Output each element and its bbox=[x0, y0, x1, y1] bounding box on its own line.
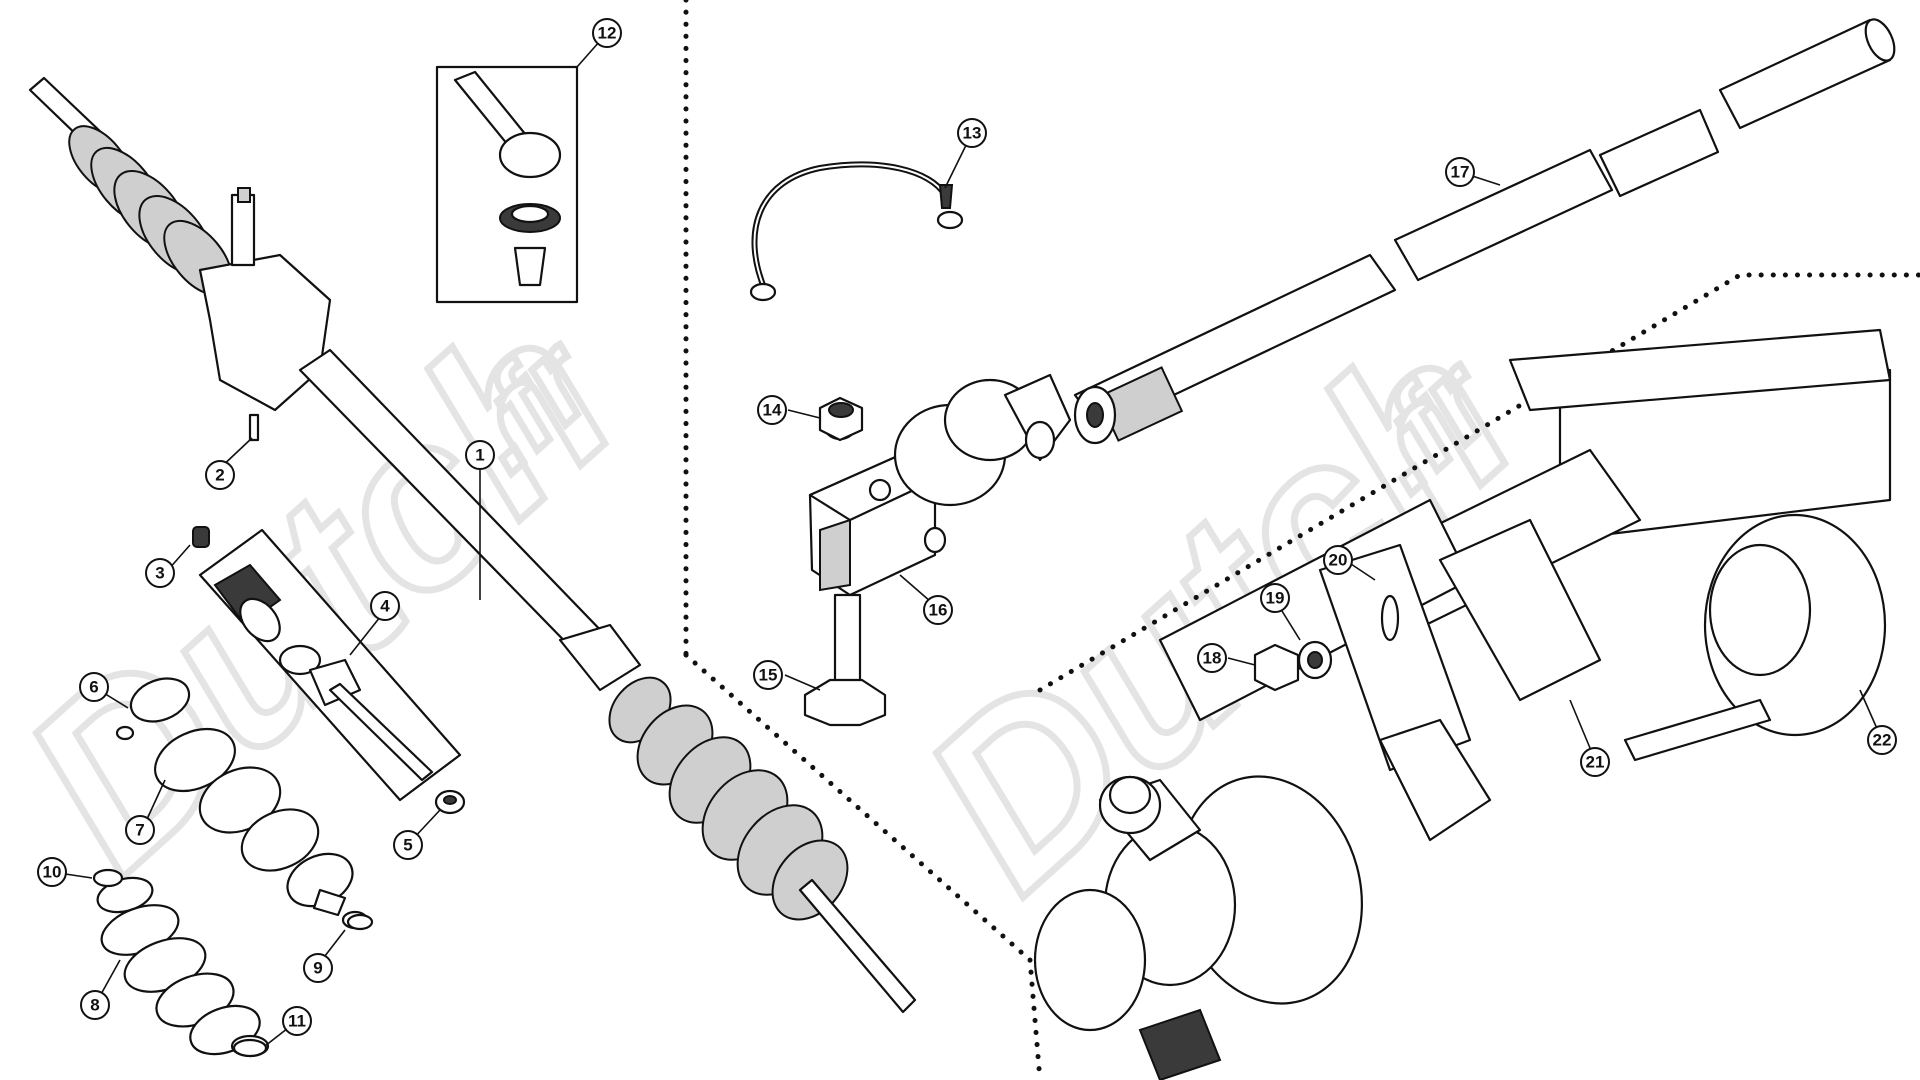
callout-label: 8 bbox=[90, 996, 99, 1015]
callout-label: 19 bbox=[1266, 589, 1285, 608]
universal-joint bbox=[808, 373, 1072, 597]
callout-1: 1 bbox=[465, 440, 495, 470]
callout-label: 20 bbox=[1329, 551, 1348, 570]
callout-20: 20 bbox=[1323, 545, 1353, 575]
callout-label: 14 bbox=[763, 401, 782, 420]
column-mounting bbox=[1158, 328, 1892, 772]
callout-6: 6 bbox=[79, 672, 109, 702]
inner-ball-joint-inset bbox=[198, 528, 462, 802]
separator-left-lower bbox=[683, 652, 1043, 1080]
callout-2: 2 bbox=[205, 460, 235, 490]
steering-box-housing bbox=[1033, 718, 1492, 1080]
callout-17: 17 bbox=[1445, 157, 1475, 187]
callout-3: 3 bbox=[145, 558, 175, 588]
steering-rack bbox=[28, 76, 917, 1014]
callout-13: 13 bbox=[957, 118, 987, 148]
callout-16: 16 bbox=[923, 595, 953, 625]
callout-7: 7 bbox=[125, 815, 155, 845]
callout-19: 19 bbox=[1260, 583, 1290, 613]
lock-nut-part bbox=[434, 789, 466, 815]
callout-label: 6 bbox=[89, 678, 98, 697]
callout-label: 12 bbox=[598, 24, 617, 43]
callout-21: 21 bbox=[1580, 747, 1610, 777]
callout-label: 2 bbox=[215, 466, 224, 485]
callout-label: 15 bbox=[759, 666, 778, 685]
spring-part bbox=[192, 526, 210, 548]
rack-left-gaiter bbox=[68, 125, 233, 297]
callout-label: 3 bbox=[155, 564, 164, 583]
callout-label: 1 bbox=[475, 446, 484, 465]
callout-label: 22 bbox=[1873, 731, 1892, 750]
callout-15: 15 bbox=[753, 660, 783, 690]
callout-label: 13 bbox=[963, 124, 982, 143]
pinch-bolt bbox=[803, 593, 887, 727]
callout-label: 5 bbox=[403, 836, 412, 855]
callout-label: 21 bbox=[1586, 753, 1605, 772]
nyloc-nut bbox=[818, 396, 864, 442]
callout-18: 18 bbox=[1197, 643, 1227, 673]
callout-9: 9 bbox=[303, 953, 333, 983]
small-gaiter bbox=[96, 876, 270, 1058]
callout-4: 4 bbox=[370, 591, 400, 621]
callout-8: 8 bbox=[80, 990, 110, 1020]
separator-right bbox=[1037, 272, 1920, 693]
callout-label: 10 bbox=[43, 863, 62, 882]
large-gaiter bbox=[129, 677, 369, 930]
callout-10: 10 bbox=[37, 857, 67, 887]
callout-5: 5 bbox=[393, 830, 423, 860]
hose-clips bbox=[92, 725, 374, 1058]
steering-column-shaft bbox=[1073, 18, 1896, 445]
callout-22: 22 bbox=[1867, 725, 1897, 755]
callout-label: 11 bbox=[288, 1012, 306, 1031]
callout-label: 7 bbox=[135, 821, 144, 840]
callout-14: 14 bbox=[757, 395, 787, 425]
tie-rod-end-inset bbox=[435, 65, 579, 304]
callout-label: 16 bbox=[929, 601, 948, 620]
callout-12: 12 bbox=[592, 18, 622, 48]
callout-11: 11 bbox=[282, 1006, 312, 1036]
callout-label: 4 bbox=[380, 597, 390, 616]
callout-label: 9 bbox=[313, 959, 322, 978]
earth-strap bbox=[749, 161, 964, 302]
callout-label: 17 bbox=[1451, 163, 1470, 182]
callout-label: 18 bbox=[1203, 649, 1222, 668]
